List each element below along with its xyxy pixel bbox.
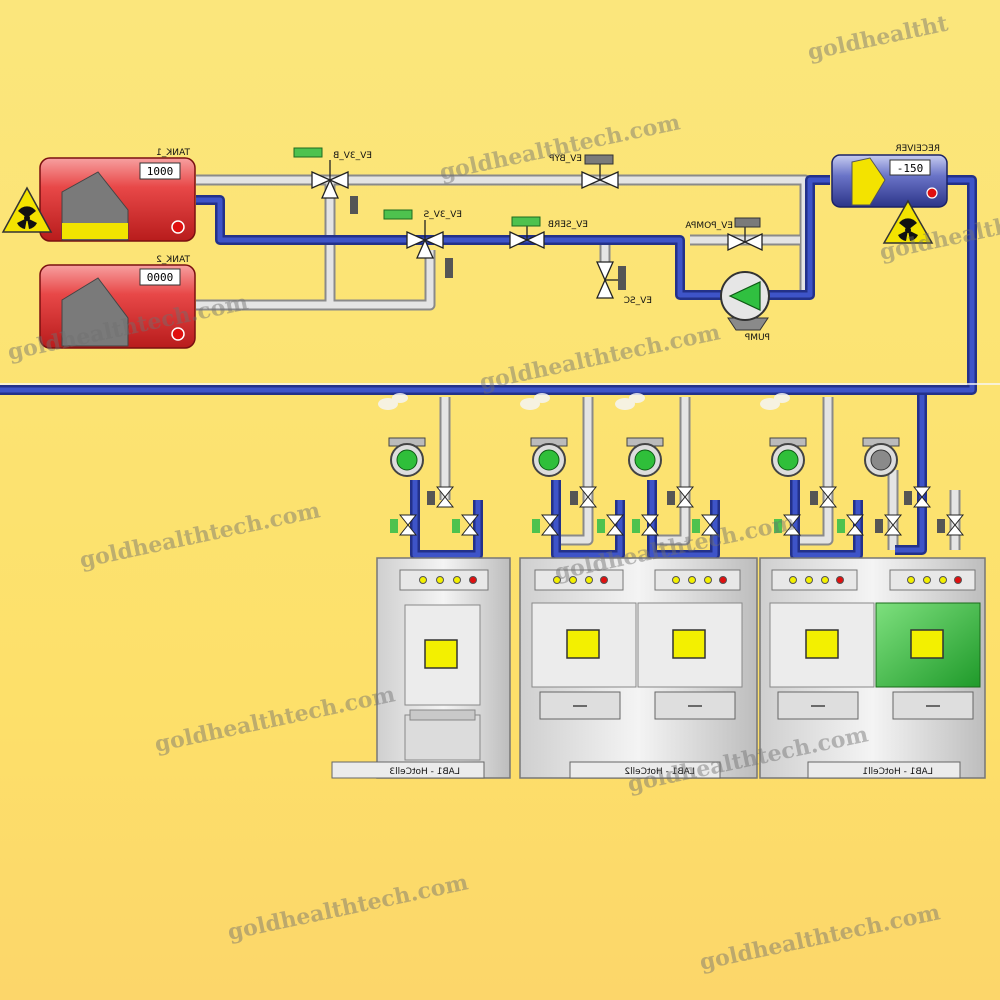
- tank-2-readout-box: [139, 268, 181, 286]
- valve-icon: [692, 514, 720, 536]
- tank-2-alarm-lamp: [171, 327, 185, 341]
- tank-1-readout: 1000: [147, 165, 174, 178]
- valve-icon: [452, 514, 480, 536]
- valve-ev-pompa-actuator: [734, 217, 761, 228]
- hotcell-1-drawer-b: [892, 691, 974, 720]
- hotcell-2-label: LAB1 - HotCell2: [624, 767, 695, 777]
- hotcell-3-label: LAB1 - HotCell3: [389, 767, 460, 777]
- valve-ev-3v-b[interactable]: EV_3V_B: [293, 147, 372, 214]
- valve-icon: [810, 486, 838, 508]
- hotcell-3-label-box: [331, 761, 485, 779]
- hotcell-2-control-panel-b: [654, 569, 741, 591]
- hotcell-2[interactable]: LAB1 - HotCell2: [519, 557, 758, 779]
- valve-ev-3v-s-label: EV_3V_S: [423, 210, 462, 220]
- tank-2-label: TANK_2: [156, 255, 191, 265]
- valve-ev-byp[interactable]: EV_BYP: [548, 154, 619, 190]
- valve-ev-serb[interactable]: EV_SERB: [509, 216, 588, 250]
- valve-ev-3v-s[interactable]: EV_3V_S: [383, 209, 462, 278]
- valve-icon: [774, 514, 802, 536]
- valve-icon: [390, 514, 418, 536]
- hotcell-1-label-box: [807, 761, 961, 779]
- valve-icon: [570, 486, 598, 508]
- valve-icon: [875, 514, 903, 536]
- valve-ev-sc[interactable]: EV_SC: [595, 261, 652, 306]
- valve-ev-serb-label: EV_SERB: [548, 220, 588, 230]
- tank-1-alarm-lamp: [171, 220, 185, 234]
- hotcell-1-window-a: [805, 629, 839, 659]
- tank-1[interactable]: 1000 TANK_1: [39, 148, 196, 242]
- blue-pipes-inner: [0, 177, 975, 558]
- pump[interactable]: PUMP: [720, 271, 770, 343]
- valve-ev-sc-label: EV_SC: [624, 296, 652, 306]
- hotcell-1[interactable]: LAB1 - HotCell1: [759, 557, 986, 779]
- valve-icon: [427, 486, 455, 508]
- steam-puffs: [378, 393, 790, 410]
- hotcell-3[interactable]: LAB1 - HotCell3: [331, 557, 511, 779]
- radiation-icon: [1, 186, 53, 233]
- receiver-readout: -150: [897, 162, 924, 175]
- tank-1-label: TANK_1: [156, 148, 191, 158]
- valve-ev-pompa-label: EV_POMPA: [685, 221, 733, 231]
- valve-icon: [904, 486, 932, 508]
- valve-icon: [532, 514, 560, 536]
- flow-meter-icon: [388, 437, 426, 477]
- hotcell-2-control-panel-a: [534, 569, 624, 591]
- valve-icon: [632, 514, 660, 536]
- valve-icon: [837, 514, 865, 536]
- valve-ev-serb-actuator: [511, 216, 541, 227]
- receiver-readout-box: [889, 159, 931, 176]
- hotcell-2-window-b: [672, 629, 706, 659]
- valve-icon: [597, 514, 625, 536]
- pump-label: PUMP: [744, 333, 770, 343]
- valve-ev-3v-s-handle: [445, 258, 453, 278]
- hotcell-1-window-b: [910, 629, 944, 659]
- flow-meter-icon: [530, 437, 568, 477]
- receiver-alarm-lamp: [926, 187, 938, 199]
- valve-ev-3v-s-actuator: [383, 209, 413, 220]
- valve-icon: [667, 486, 695, 508]
- pump-status-icon: [728, 281, 761, 311]
- tank-1-level: [62, 223, 128, 239]
- hotcell-2-label-box: [569, 761, 721, 779]
- flow-meters: [388, 437, 900, 477]
- hotcell-3-window: [424, 639, 458, 669]
- tank-2[interactable]: 0000 TANK_2: [39, 255, 196, 349]
- valve-ev-3v-b-label: EV_3V_B: [333, 151, 372, 161]
- receiver-label: RECEIVER: [895, 144, 940, 154]
- receiver[interactable]: -150 RECEIVER: [831, 144, 948, 208]
- hotcell-1-control-panel-b: [889, 569, 976, 591]
- valve-ev-byp-label: EV_BYP: [548, 154, 582, 164]
- flow-meter-icon: [769, 437, 807, 477]
- flow-meter-icon: [626, 437, 664, 477]
- tank-2-readout: 0000: [147, 271, 174, 284]
- hotcell-1-label: LAB1 - HotCell1: [862, 767, 933, 777]
- hotcell-2-window-a: [566, 629, 600, 659]
- valve-icon: [937, 514, 965, 536]
- valve-ev-sc-actuator: [618, 266, 626, 290]
- flow-meter-icon: [862, 437, 900, 477]
- cell-valves[interactable]: [390, 486, 965, 536]
- valve-ev-pompa[interactable]: EV_POMPA: [685, 217, 763, 252]
- valve-ev-3v-b-actuator: [293, 147, 323, 158]
- hotcell-1-control-panel-a: [771, 569, 858, 591]
- valve-ev-byp-actuator: [584, 154, 614, 165]
- valve-ev-3v-b-handle: [350, 196, 358, 214]
- tank-1-readout-box: [139, 162, 181, 180]
- radiation-icon: [882, 199, 934, 244]
